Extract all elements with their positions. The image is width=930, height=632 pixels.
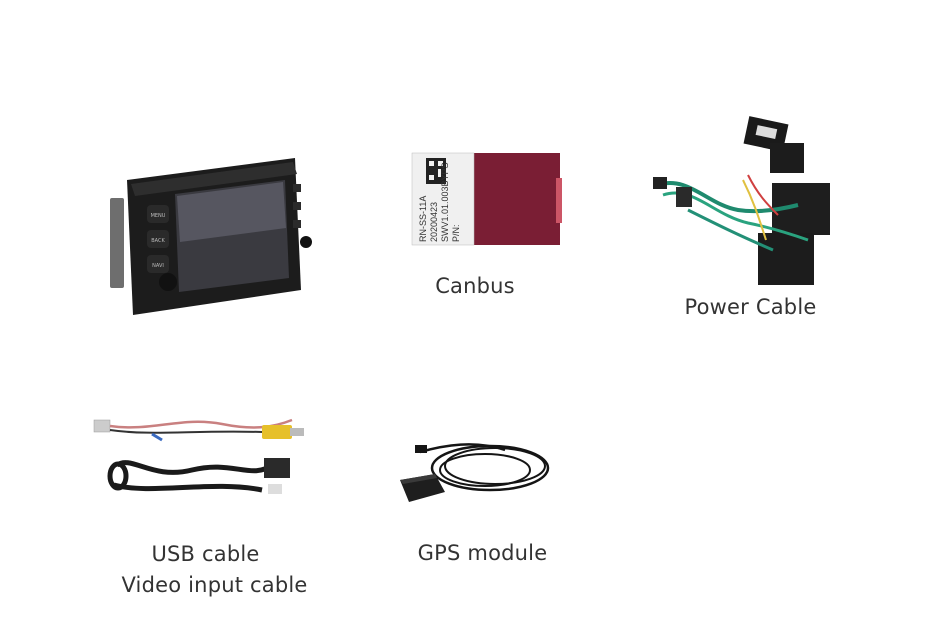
canbus-line-2: 20200423 (429, 202, 439, 242)
power-cable-illustration (653, 116, 830, 285)
power-cable-label: Power Cable (684, 295, 817, 319)
head-unit-image: MENU BACK NAVI (105, 150, 320, 320)
head-unit-illustration: MENU BACK NAVI (110, 158, 312, 315)
canbus-image: RN-SS-11A 20200423 SWV1.01.003BYPS P/N: (408, 150, 568, 250)
canbus-line-4: P/N: (451, 224, 461, 242)
menu-button-label: MENU (151, 213, 166, 219)
back-button-label: BACK (151, 238, 165, 244)
canbus-line-1: RN-SS-11A (418, 196, 428, 242)
canbus-illustration: RN-SS-11A 20200423 SWV1.01.003BYPS P/N: (411, 152, 562, 246)
usb-cable-label: USB cable (151, 542, 260, 566)
power-cable-image (648, 115, 838, 290)
gps-module-label: GPS module (417, 541, 548, 565)
video-input-cable-label: Video input cable (121, 573, 308, 597)
navi-button-label: NAVI (152, 263, 164, 269)
usb-video-cable-image (92, 410, 317, 505)
canbus-line-3: SWV1.01.003BYPS (440, 162, 450, 242)
usb-video-cable-illustration (93, 418, 304, 494)
gps-module-image (395, 430, 560, 510)
gps-module-illustration (400, 443, 550, 502)
canbus-label: Canbus (435, 274, 515, 298)
